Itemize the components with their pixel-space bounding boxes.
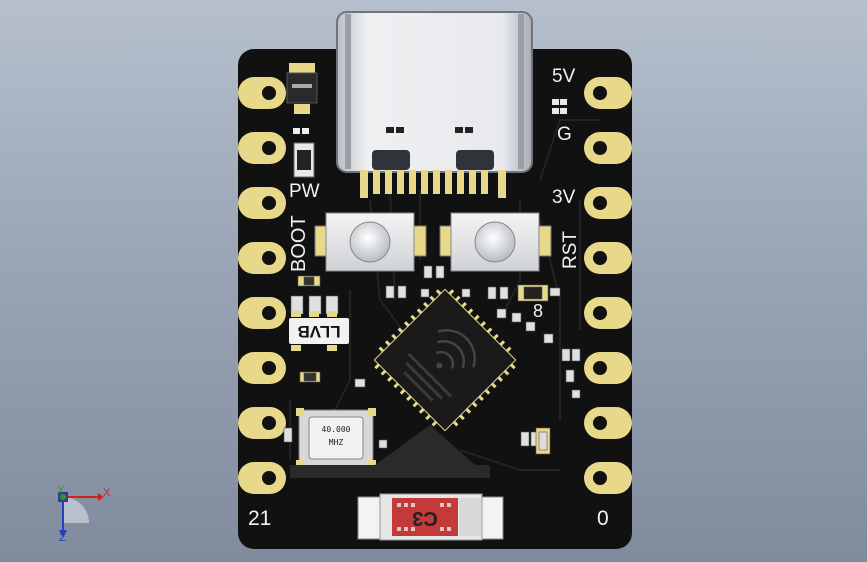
label-3v: 3V (552, 187, 576, 208)
ceramic-antenna (357, 493, 504, 541)
left-castellated-pads (238, 77, 286, 494)
right-castellated-pads (584, 77, 632, 494)
esp32-c3-chip (373, 288, 517, 432)
crystal-unit: MHZ (328, 438, 344, 447)
reset-button (439, 212, 552, 272)
crystal-frequency: 40.000 (321, 425, 351, 434)
power-diode (286, 63, 318, 114)
pcb-traces (289, 119, 600, 471)
antenna-keepout (290, 425, 490, 478)
usb-c-connector (336, 11, 533, 173)
label-5v: 5V (552, 66, 576, 87)
axis-z-label: Z (59, 532, 66, 544)
antenna-label: C3 (412, 507, 438, 529)
label-pin-8: 8 (533, 301, 544, 321)
llvb-marking: LLVB (289, 318, 349, 344)
axis-x-label: X (103, 487, 111, 499)
label-reset: RST (560, 231, 581, 269)
power-led (293, 128, 315, 178)
axis-y-label: Y (57, 484, 65, 496)
label-pin-0: 0 (597, 507, 609, 530)
top-right-capacitors (552, 99, 567, 114)
label-power: PW (289, 181, 320, 202)
crystal-marking: 40.000 MHZ (309, 417, 363, 459)
label-pin-21: 21 (248, 507, 272, 530)
axis-triad (58, 492, 104, 538)
boot-button (314, 212, 427, 272)
llvb-regulator (291, 311, 337, 351)
label-ground: G (557, 124, 572, 145)
smd-passives (283, 265, 581, 463)
label-boot: BOOT (288, 215, 310, 272)
crystal-40mhz (296, 408, 376, 468)
usb-pins (360, 170, 506, 198)
